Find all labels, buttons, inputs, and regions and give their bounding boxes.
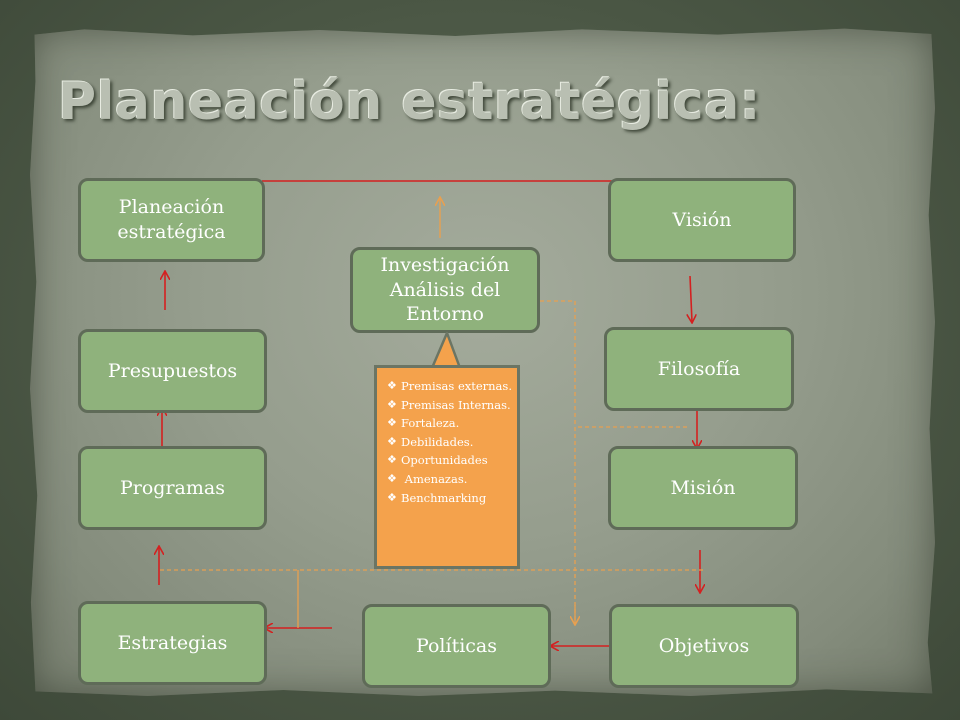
list-item: ❖Debilidades. bbox=[387, 433, 513, 452]
node-programas: Programas bbox=[78, 446, 267, 530]
diamond-bullet-icon: ❖ bbox=[387, 434, 397, 448]
node-investigacion: Investigación Análisis del Entorno bbox=[350, 247, 540, 333]
list-item: ❖Benchmarking bbox=[387, 489, 513, 508]
node-mision: Misión bbox=[608, 446, 798, 530]
node-presupuestos: Presupuestos bbox=[78, 329, 267, 413]
node-objetivos: Objetivos bbox=[609, 604, 799, 688]
list-item: ❖Oportunidades bbox=[387, 451, 513, 470]
arrow-vision-to-filosofia bbox=[690, 275, 692, 322]
diamond-bullet-icon: ❖ bbox=[387, 453, 397, 467]
dashed-investigacion-to-politicas bbox=[540, 300, 576, 624]
diamond-bullet-icon: ❖ bbox=[387, 416, 397, 430]
node-estrategias: Estrategias bbox=[78, 601, 267, 685]
node-politicas: Políticas bbox=[362, 604, 551, 688]
callout-premisas: ❖Premisas externas. ❖Premisas Internas. … bbox=[374, 365, 520, 569]
diamond-bullet-icon: ❖ bbox=[387, 379, 397, 392]
node-planeacion: Planeación estratégica bbox=[78, 178, 265, 262]
diamond-bullet-icon: ❖ bbox=[387, 397, 397, 411]
node-vision: Visión bbox=[608, 178, 796, 262]
list-item: ❖ Amenazas. bbox=[387, 470, 513, 489]
premisas-list: ❖Premisas externas. ❖Premisas Internas. … bbox=[387, 377, 513, 507]
list-item: ❖Fortaleza. bbox=[387, 414, 513, 433]
node-filosofia: Filosofía bbox=[604, 327, 794, 411]
diamond-bullet-icon: ❖ bbox=[387, 471, 397, 485]
slide-title: Planeación estratégica: bbox=[58, 72, 762, 132]
list-item: ❖Premisas Internas. bbox=[387, 396, 513, 415]
list-item: ❖Premisas externas. bbox=[387, 377, 513, 396]
diamond-bullet-icon: ❖ bbox=[387, 490, 397, 504]
